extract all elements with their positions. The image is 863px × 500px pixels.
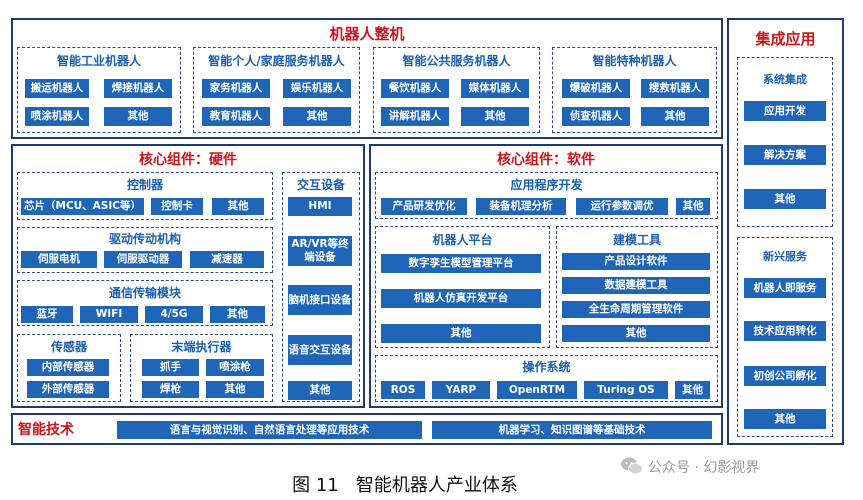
item-4g-5g: 4/5G — [145, 306, 203, 323]
item-applied-ai-tech: 语言与视觉识别、自然语言处理等应用技术 — [117, 421, 422, 439]
item-rescue-robot: 搜救机器人 — [641, 79, 709, 98]
item-ros: ROS — [381, 381, 425, 399]
item-startup-incubation: 初创公司孵化 — [744, 366, 826, 386]
ai-tech-title: 智能技术 — [18, 422, 74, 438]
item-internal-sensor: 内部传感器 — [27, 359, 109, 376]
item-solutions: 解决方案 — [744, 145, 826, 165]
end-effector-title: 末端执行器 — [171, 340, 232, 354]
item-digital-twin-platform: 数字孪生模型管理平台 — [381, 254, 541, 273]
item-other: 其他 — [675, 381, 710, 399]
item-yarp: YARP — [432, 381, 490, 399]
item-catering-robot: 餐饮机器人 — [381, 79, 449, 98]
item-equipment-analysis: 装备机理分析 — [476, 198, 566, 215]
item-tech-transfer: 技术应用转化 — [744, 321, 826, 341]
item-blasting-robot: 爆破机器人 — [562, 79, 630, 98]
item-ar-vr-terminal: AR/VR等终端设备 — [288, 236, 352, 266]
item-other: 其他 — [381, 324, 541, 343]
os-title: 操作系统 — [522, 360, 571, 374]
item-bci-device: 脑机接口设备 — [288, 285, 352, 315]
software-title: 核心组件：软件 — [497, 152, 595, 168]
group-industrial-title: 智能工业机器人 — [56, 54, 141, 68]
item-other: 其他 — [288, 381, 352, 400]
item-control-card: 控制卡 — [151, 198, 203, 215]
item-other: 其他 — [210, 306, 265, 323]
group-public-service-title: 智能公共服务机器人 — [402, 54, 511, 68]
item-app-development: 应用开发 — [744, 101, 826, 121]
item-raas: 机器人即服务 — [744, 278, 826, 298]
item-education-robot: 教育机器人 — [202, 107, 270, 126]
item-welding-torch: 焊枪 — [142, 381, 199, 398]
item-other: 其他 — [104, 107, 172, 126]
integrated-title: 集成应用 — [755, 30, 816, 48]
item-spray-gun: 喷涂枪 — [206, 359, 264, 376]
item-turing-os: Turing OS — [584, 381, 668, 399]
item-voice-interaction: 语音交互设备 — [288, 335, 352, 365]
item-plm-software: 全生命周期管理软件 — [562, 301, 710, 318]
item-other: 其他 — [562, 325, 710, 342]
system-integration-title: 系统集成 — [763, 73, 807, 86]
item-product-design-software: 产品设计软件 — [562, 253, 710, 270]
wechat-icon — [620, 456, 644, 476]
emerging-services-title: 新兴服务 — [763, 250, 807, 263]
modeling-tools-title: 建模工具 — [612, 233, 661, 247]
interaction-title: 交互设备 — [296, 178, 345, 192]
item-recon-robot: 侦查机器人 — [562, 107, 630, 126]
item-servo-driver: 伺服驱动器 — [104, 251, 182, 268]
item-spraying-robot: 喷涂机器人 — [25, 107, 89, 126]
item-other: 其他 — [206, 381, 264, 398]
item-hmi: HMI — [288, 197, 352, 216]
item-other: 其他 — [641, 107, 709, 126]
item-welding-robot: 焊接机器人 — [104, 79, 172, 98]
item-wifi: WIFI — [80, 306, 138, 323]
item-foundational-ai-tech: 机器学习、知识图谱等基础技术 — [432, 421, 712, 439]
item-other: 其他 — [212, 198, 264, 215]
item-guide-robot: 讲解机器人 — [381, 107, 449, 126]
item-handling-robot: 搬运机器人 — [25, 79, 89, 98]
hardware-title: 核心组件：硬件 — [139, 152, 237, 168]
figure-caption: 图 11 智能机器人产业体系 — [292, 475, 518, 496]
item-chips: 芯片（MCU、ASIC等） — [21, 198, 144, 215]
watermark-text: 公众号 · 幻影视界 — [648, 460, 760, 476]
item-external-sensor: 外部传感器 — [27, 381, 109, 398]
item-bluetooth: 蓝牙 — [21, 306, 73, 323]
item-gripper: 抓手 — [142, 359, 199, 376]
item-product-rd: 产品研发优化 — [381, 198, 467, 215]
item-servo-motor: 伺服电机 — [21, 251, 97, 268]
sensor-title: 传感器 — [50, 340, 87, 354]
comm-title: 通信传输模块 — [108, 286, 181, 300]
item-other: 其他 — [744, 189, 826, 209]
item-param-tuning: 运行参数调优 — [576, 198, 668, 215]
item-entertainment-robot: 娱乐机器人 — [283, 79, 351, 98]
robot-platform-title: 机器人平台 — [432, 233, 493, 247]
item-other: 其他 — [676, 198, 710, 215]
drive-title: 驱动传动机构 — [108, 232, 181, 246]
controller-title: 控制器 — [126, 178, 163, 192]
group-special-title: 智能特种机器人 — [592, 54, 677, 68]
item-media-robot: 媒体机器人 — [461, 79, 529, 98]
item-housework-robot: 家务机器人 — [202, 79, 270, 98]
item-other: 其他 — [461, 107, 529, 126]
robot-whole-title: 机器人整机 — [329, 25, 405, 43]
item-reducer: 减速器 — [190, 251, 264, 268]
item-data-modeling-tool: 数据建模工具 — [562, 277, 710, 294]
app-dev-title: 应用程序开发 — [510, 178, 583, 192]
item-other: 其他 — [283, 107, 351, 126]
group-personal-home-title: 智能个人/家庭服务机器人 — [208, 54, 345, 68]
item-simulation-platform: 机器人仿真开发平台 — [381, 289, 541, 308]
item-openrtm: OpenRTM — [497, 381, 577, 399]
item-other: 其他 — [744, 409, 826, 429]
